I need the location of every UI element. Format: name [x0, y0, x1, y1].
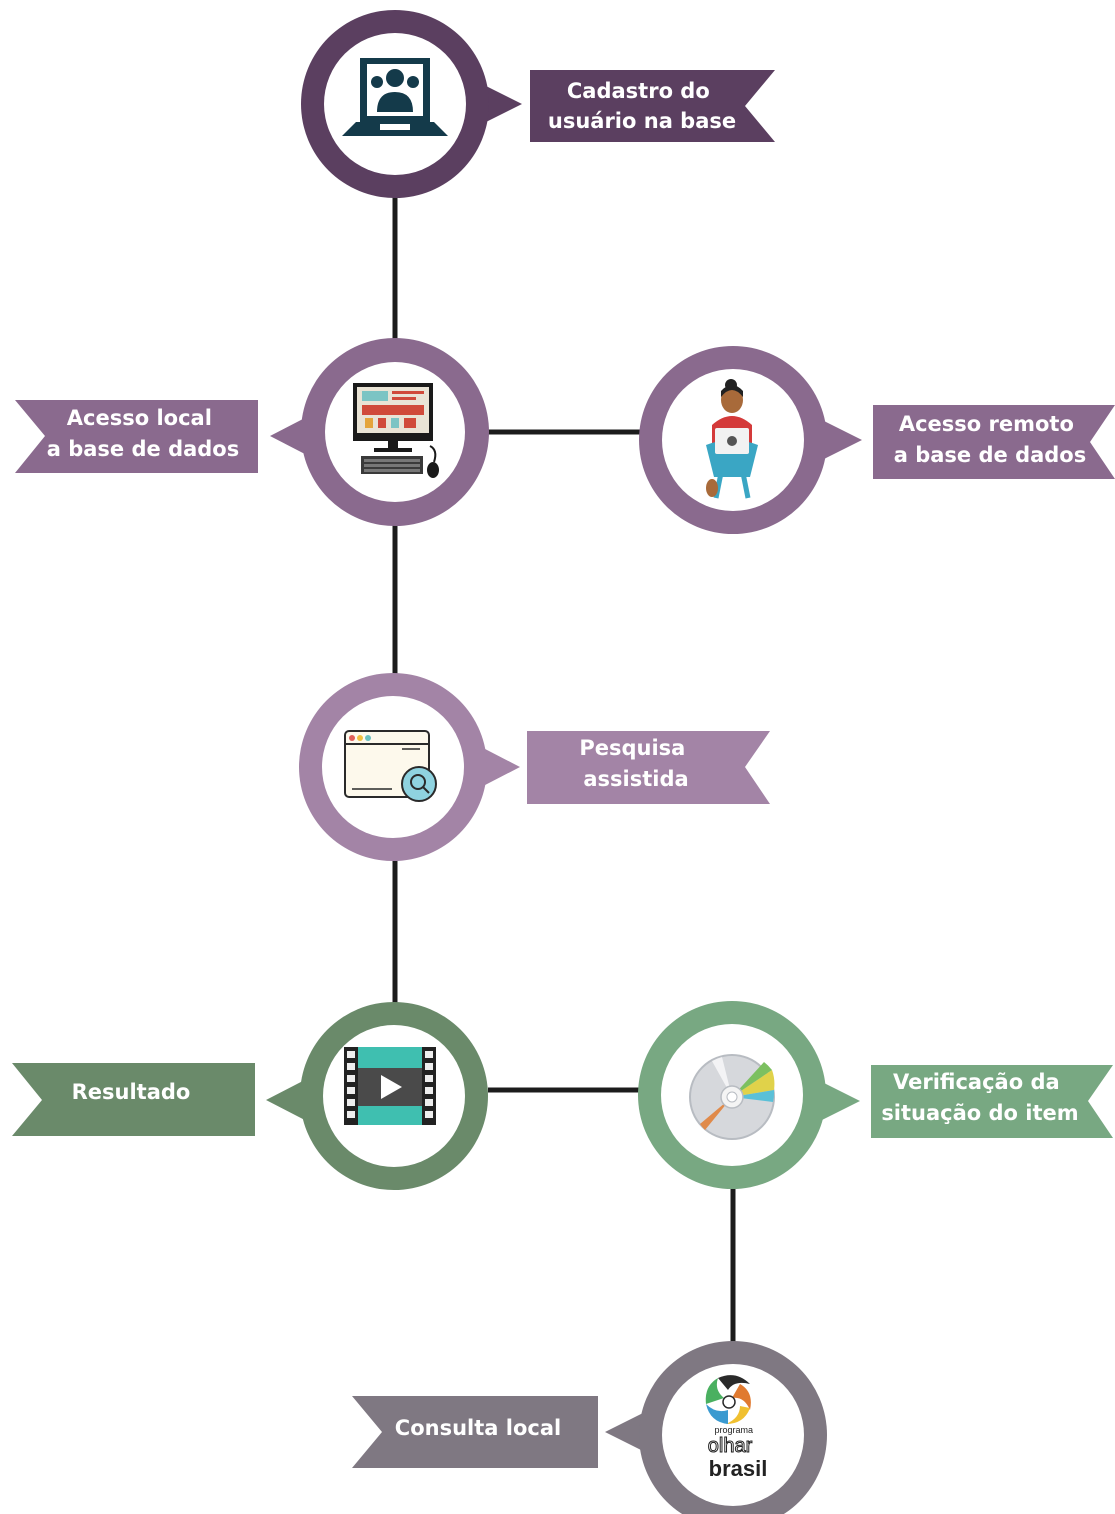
- person-with-laptop-icon: [706, 379, 758, 499]
- pesquisa-label-line-2: assistida: [583, 767, 688, 791]
- svg-text:Acesso local a base de d: Acesso local a base de dados: [47, 406, 240, 461]
- svg-text:Acesso remoto a base de: Acesso remoto a base de dados: [894, 412, 1087, 467]
- step-acesso-remoto: Acesso remoto a base de dados: [639, 346, 1115, 534]
- step-verificacao: Verificação da situação do item: [638, 1001, 1113, 1189]
- video-play-icon: [344, 1047, 436, 1125]
- step-resultado: Resultado: [12, 1002, 488, 1190]
- cadastro-label-line-2: usuário na base: [548, 109, 736, 133]
- step-pesquisa: Pesquisa assistida: [299, 673, 770, 861]
- verificacao-label-line-2: situação do item: [881, 1101, 1078, 1125]
- acesso-remoto-label-line-1: Acesso remoto: [899, 412, 1074, 436]
- svg-text:Verificação da situação: Verificação da situação do item: [881, 1070, 1078, 1125]
- disc-icon: [689, 1054, 775, 1140]
- verificacao-label-ribbon: [871, 1065, 1113, 1138]
- logo-text-top: programa: [714, 1425, 753, 1435]
- consulta-label: Consulta local: [395, 1416, 561, 1440]
- acesso-local-label-line-1: Acesso local: [67, 406, 212, 430]
- consulta-label-ribbon: [352, 1396, 598, 1468]
- cadastro-label-ribbon: [530, 70, 775, 142]
- consulta-inner: [662, 1364, 804, 1506]
- cadastro-label-line-1: Cadastro do: [567, 79, 710, 103]
- pesquisa-label-line-1: Pesquisa: [579, 736, 685, 760]
- svg-text:Cadastro do usuário na b: Cadastro do usuário na base: [548, 79, 736, 133]
- olhar-brasil-logo-icon: programa olhar brasil: [705, 1375, 768, 1481]
- logo-text-bottom: brasil: [709, 1456, 768, 1481]
- svg-text:Pesquisa assistida: Pesquisa assistida: [579, 736, 692, 791]
- desktop-computer-icon: [353, 383, 439, 478]
- acesso-local-label-line-2: a base de dados: [47, 437, 240, 461]
- user-registration-laptop-icon: [342, 58, 448, 136]
- step-consulta: programa olhar brasil Consulta local: [352, 1341, 827, 1514]
- resultado-label-ribbon: [12, 1063, 255, 1136]
- connector-lines: [392, 195, 736, 1345]
- pesquisa-label-ribbon: [527, 731, 770, 804]
- acesso-remoto-label-line-2: a base de dados: [894, 443, 1087, 467]
- svg-text:Resultado: Resultado: [72, 1080, 191, 1104]
- resultado-label: Resultado: [72, 1080, 191, 1104]
- step-cadastro: Cadastro do usuário na base: [301, 10, 775, 198]
- acesso-remoto-label-ribbon: [873, 405, 1115, 479]
- browser-search-icon: [344, 730, 437, 802]
- acesso-local-label-ribbon: [15, 400, 258, 473]
- svg-text:Consulta local: Consulta local: [395, 1416, 561, 1440]
- step-acesso-local: Acesso local a base de dados: [15, 338, 489, 526]
- verificacao-label-line-1: Verificação da: [893, 1070, 1060, 1094]
- logo-text-middle: olhar: [708, 1435, 753, 1457]
